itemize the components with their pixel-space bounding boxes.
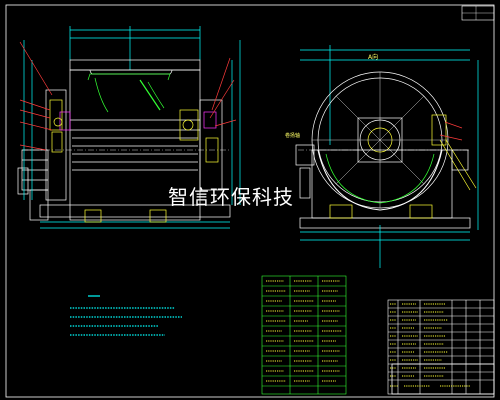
parameter-table-text <box>266 280 342 382</box>
technical-notes <box>70 295 182 336</box>
parameter-table <box>261 275 347 395</box>
drawing-border <box>5 4 495 398</box>
title-block <box>391 363 495 395</box>
front-view <box>17 26 241 229</box>
watermark-text: 智信环保科技 <box>168 185 294 209</box>
section-note-label: 卷扬轴 <box>285 133 301 139</box>
side-view <box>295 45 479 268</box>
parts-list-table <box>387 299 495 395</box>
view-label-a: A向 <box>368 54 379 61</box>
parts-list-text <box>390 303 470 387</box>
